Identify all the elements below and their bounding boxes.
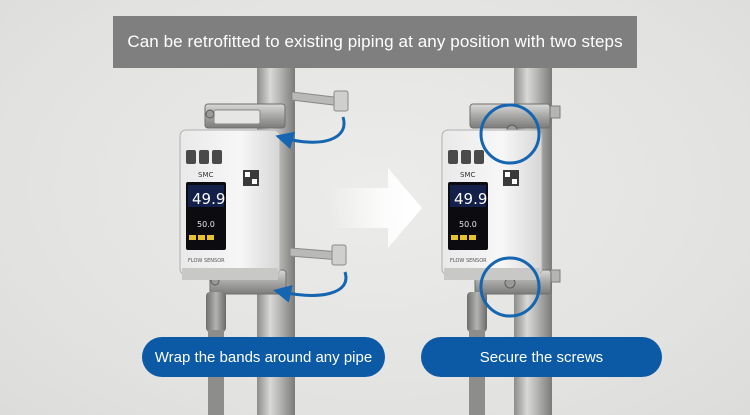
right-key-1 xyxy=(448,150,458,164)
left-lcd-setpoint: 50.0 xyxy=(197,220,215,229)
right-key-2 xyxy=(461,150,471,164)
next-step-arrow-icon xyxy=(330,168,422,248)
step-1-caption: Wrap the bands around any pipe xyxy=(142,337,385,377)
left-band-tab-bottom xyxy=(331,244,347,266)
left-key-2 xyxy=(199,150,209,164)
left-lcd-reading: 49.9 xyxy=(192,190,225,208)
left-wrap-arrow-bottom-icon xyxy=(273,271,348,303)
right-lcd-setpoint: 50.0 xyxy=(459,220,477,229)
left-wrap-arrow-top-icon xyxy=(275,116,346,150)
left-key-1 xyxy=(186,150,196,164)
right-key-3 xyxy=(474,150,484,164)
left-key-3 xyxy=(212,150,222,164)
headline-banner: Can be retrofitted to existing piping at… xyxy=(113,16,637,68)
left-screw-top-icon xyxy=(205,109,215,119)
left-product-label: FLOW SENSOR xyxy=(188,258,225,264)
right-lcd-reading: 49.9 xyxy=(454,190,487,208)
left-band-tab-top xyxy=(333,90,349,112)
right-product-label: FLOW SENSOR xyxy=(450,258,487,264)
highlight-ring-bottom-icon xyxy=(479,256,541,318)
right-connector xyxy=(467,292,487,332)
highlight-ring-top-icon xyxy=(479,103,541,165)
left-connector xyxy=(206,292,226,332)
left-brand-logo: SMC xyxy=(198,171,213,179)
step-2-caption: Secure the screws xyxy=(421,337,662,377)
right-brand-logo: SMC xyxy=(460,171,475,179)
